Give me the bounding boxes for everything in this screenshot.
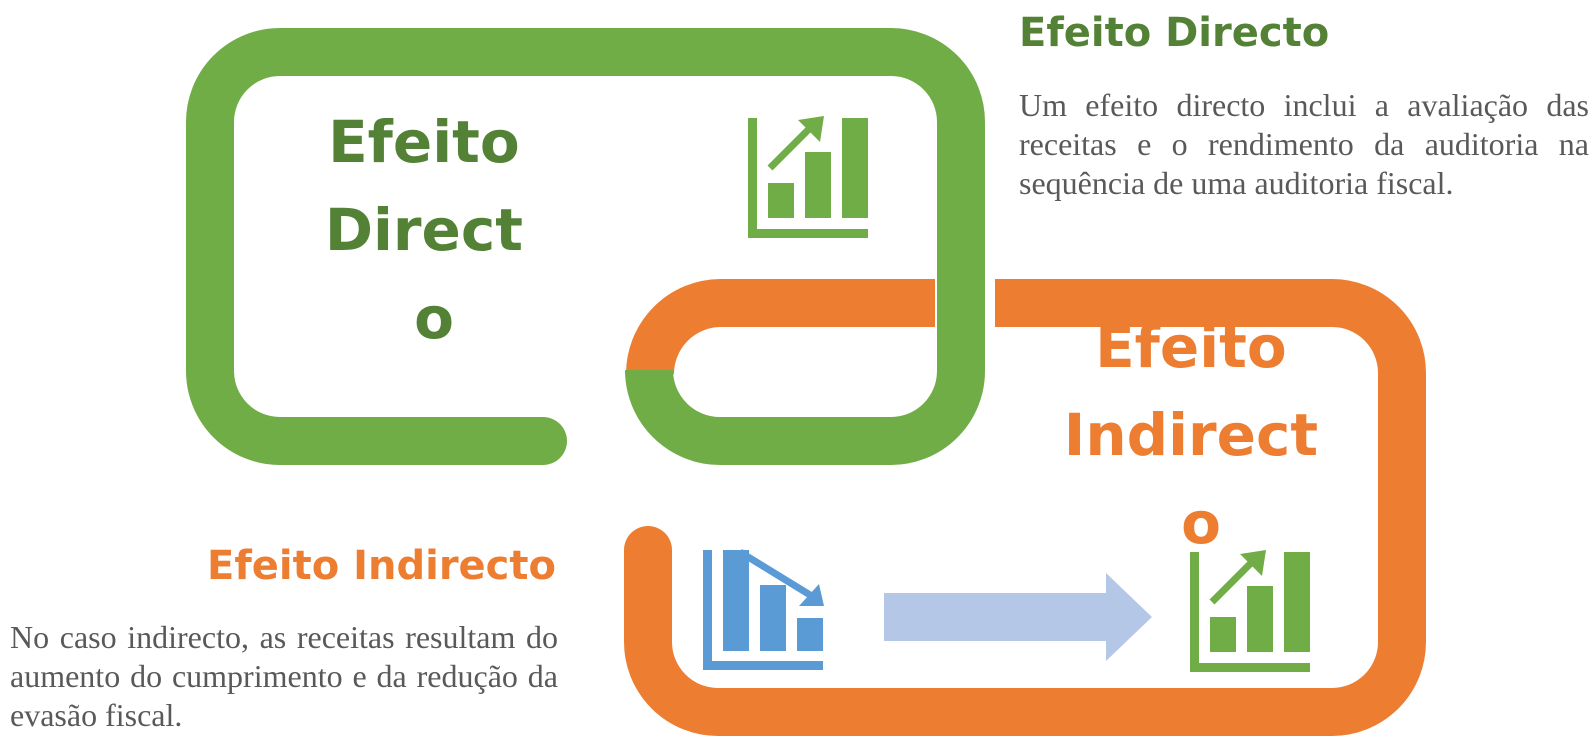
direct-effect-description: Um efeito directo inclui a avaliação das… — [1019, 87, 1589, 201]
direct-loop-end-cap — [519, 417, 567, 465]
indirect-shape-label: Efeito Indirect o — [1064, 313, 1339, 557]
indirect-effect-loop — [624, 279, 1426, 736]
chart-increase-result-icon — [1190, 550, 1310, 672]
right-arrow-icon — [884, 573, 1152, 661]
direct-effect-loop — [186, 28, 985, 465]
direct-shape-label: Efeito Direct o — [325, 108, 543, 352]
indirect-effect-description: No caso indirecto, as receitas resultam … — [10, 619, 558, 733]
direct-shape-label-line-3: o — [414, 284, 454, 352]
indirect-shape-label-line-2: Indirect — [1064, 401, 1318, 469]
indirect-loop-end-cap — [624, 526, 672, 574]
chart-increase-icon — [748, 116, 868, 238]
indirect-shape-label-line-1: Efeito — [1095, 313, 1287, 381]
direct-effect-heading: Efeito Directo — [1019, 10, 1330, 56]
indirect-shape-label-line-3: o — [1181, 489, 1221, 557]
direct-shape-label-line-2: Direct — [325, 196, 523, 264]
chart-decrease-icon — [703, 549, 824, 670]
direct-shape-label-line-1: Efeito — [328, 108, 520, 176]
indirect-effect-heading: Efeito Indirecto — [207, 543, 556, 589]
